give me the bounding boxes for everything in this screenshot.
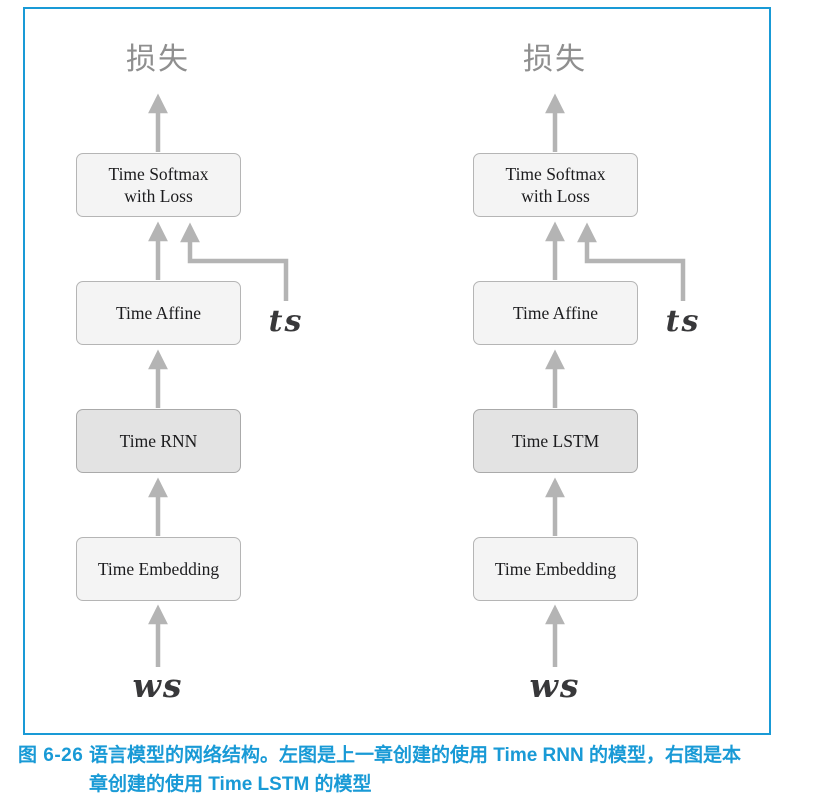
node-time-affine-left: Time Affine <box>76 281 241 345</box>
node-time-embedding-left: Time Embedding <box>76 537 241 601</box>
node-label: Time Affine <box>512 303 599 323</box>
node-label: Time Embedding <box>97 559 220 579</box>
node-time-softmax-right: Time Softmax with Loss <box>473 153 638 217</box>
figure-caption: 图 6-26 语言模型的网络结构。左图是上一章创建的使用 Time RNN 的模… <box>18 741 789 799</box>
node-time-rnn-left: Time RNN <box>76 409 241 473</box>
figure-frame <box>23 7 771 735</box>
node-label: Time Softmax with Loss <box>505 164 606 206</box>
node-time-lstm-right: Time LSTM <box>473 409 638 473</box>
node-label: Time Embedding <box>494 559 617 579</box>
caption-line-2: 章创建的使用 Time LSTM 的模型 <box>89 774 372 795</box>
node-label: Time RNN <box>119 431 198 451</box>
node-label: Time Affine <box>115 303 202 323</box>
ts-target-label-left: ts <box>268 304 304 339</box>
figure-caption-text: 语言模型的网络结构。左图是上一章创建的使用 Time RNN 的模型，右图是本 … <box>89 741 789 799</box>
figure-number: 图 6-26 <box>18 745 84 766</box>
loss-label-left: 损失 <box>126 43 190 76</box>
ws-input-label-right: ws <box>529 666 581 705</box>
node-label: Time LSTM <box>511 431 600 451</box>
node-time-softmax-left: Time Softmax with Loss <box>76 153 241 217</box>
loss-label-right: 损失 <box>523 43 587 76</box>
ws-input-label-left: ws <box>132 666 184 705</box>
ts-target-label-right: ts <box>665 304 701 339</box>
node-time-embedding-right: Time Embedding <box>473 537 638 601</box>
node-label: Time Softmax with Loss <box>108 164 209 206</box>
caption-line-1: 语言模型的网络结构。左图是上一章创建的使用 Time RNN 的模型，右图是本 <box>89 745 742 766</box>
node-time-affine-right: Time Affine <box>473 281 638 345</box>
